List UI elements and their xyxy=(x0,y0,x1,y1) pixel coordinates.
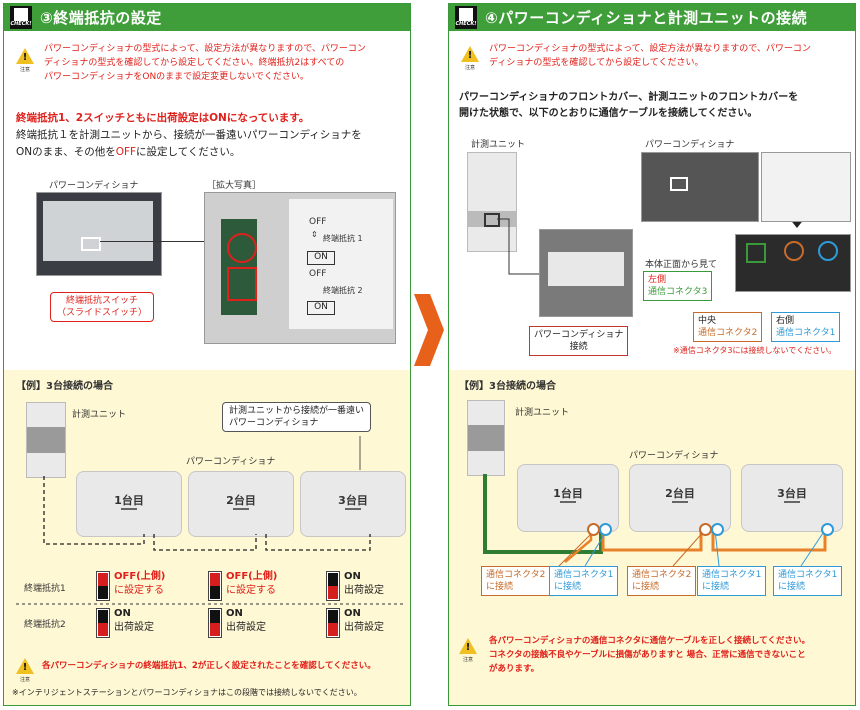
photo-pc-label: パワーコンディショナ xyxy=(49,181,139,191)
right-warning: パワーコンディショナの型式によって、設定方法が異なりますので、パワーコン ディシ… xyxy=(489,44,811,68)
zoom-leader-line xyxy=(100,241,232,242)
far-pc-callout: 計測ユニットから接続が一番遠い パワーコンディショナ xyxy=(222,402,372,432)
view-front-label: 本体正面から見て xyxy=(645,260,718,270)
left-header: CHECK! ③終端抵抗の設定 xyxy=(4,4,410,31)
left-bottom-warning: 各パワーコンディショナの終端抵抗1、2が正しく設定されたことを確認してください。 xyxy=(42,661,376,671)
right-meter-unit xyxy=(467,400,505,476)
right-meter-label: 計測ユニット xyxy=(471,140,526,150)
left-dashed-wiring xyxy=(16,436,404,605)
left-pc-unit-1: 1台目 xyxy=(76,471,182,537)
switch-callout: 終端抵抗スイッチ （スライドスイッチ） xyxy=(50,292,155,322)
pc-photo xyxy=(36,192,162,276)
left-example-title: 【例】3台接続の場合 xyxy=(16,381,113,392)
right-header: CHECK! ④パワーコンディショナと計測ユニットの接続 xyxy=(449,4,855,31)
pc-photo-right xyxy=(641,152,759,222)
right-instructions: パワーコンディショナのフロントカバー、計測ユニットのフロントカバーを 開けた状態… xyxy=(459,92,799,119)
photo-zoom-label: ［拡大写真］ xyxy=(207,181,262,191)
right-bottom-warning: 各パワーコンディショナの通信コネクタに通信ケーブルを正しく接続してください。 コ… xyxy=(489,636,811,674)
right-title: ④パワーコンディショナと計測ユニットの接続 xyxy=(485,9,808,27)
conn-left-tag: 左側通信コネクタ3 xyxy=(643,271,713,301)
pc-connect-callout: パワーコンディショナ 接続 xyxy=(529,326,629,356)
left-warning: パワーコンディショナの型式によって、設定方法が異なりますので、パワーコン ディシ… xyxy=(44,44,366,82)
row2-label: 終端抵抗2 xyxy=(24,620,66,630)
right-pc-unit-1: 1台目 xyxy=(517,464,619,532)
unit2-conn1 xyxy=(711,523,724,536)
right-example-title: 【例】3台接続の場合 xyxy=(459,381,556,392)
conn-center-tag: 中央通信コネクタ2 xyxy=(693,312,763,342)
note-c3: ※通信コネクタ3には接続しないでください。 xyxy=(673,346,837,355)
warning-icon: !注意 xyxy=(16,48,36,76)
right-pc-label: パワーコンディショナ xyxy=(645,140,735,150)
switch-3-row2 xyxy=(326,608,340,638)
zoom-photo: OFF ⇕ 終端抵抗 1 ON OFF 終端抵抗 2 ON xyxy=(204,192,396,344)
left-pc-unit-3: 3台目 xyxy=(300,471,406,537)
left-bottom-warning-icon: !注意 xyxy=(16,658,36,686)
check-icon: CHECK! xyxy=(455,6,477,29)
connector-diagram xyxy=(761,152,851,222)
conn-right-tag: 右側通信コネクタ1 xyxy=(771,312,841,342)
switch-2-row1 xyxy=(208,571,222,601)
right-cable-wiring xyxy=(483,474,827,567)
switch-1-row2 xyxy=(96,608,110,638)
switch-2-row2 xyxy=(208,608,222,638)
left-instructions: 終端抵抗1、2スイッチともに出荷設定はONになっています。 終端抵抗１を計測ユニ… xyxy=(16,112,362,158)
switch-1-row1 xyxy=(96,571,110,601)
unit1-conn1 xyxy=(599,523,612,536)
meter-terminal-photo xyxy=(539,229,633,317)
left-meter-label: 計測ユニット xyxy=(72,410,127,420)
unit1-row1-text: OFF(上側)に設定する xyxy=(114,571,166,596)
left-pc-unit-2: 2台目 xyxy=(188,471,294,537)
next-step-arrow-icon xyxy=(414,294,444,366)
right-meter-label2: 計測ユニット xyxy=(515,408,570,418)
left-pc-group-label: パワーコンディショナ xyxy=(186,457,276,467)
right-example-area xyxy=(449,370,855,705)
warning-icon: !注意 xyxy=(461,46,481,74)
unit3-conn1 xyxy=(821,523,834,536)
left-meter-unit xyxy=(26,402,66,478)
check-icon: CHECK! xyxy=(10,6,32,29)
right-pc-unit-2: 2台目 xyxy=(629,464,731,532)
left-title: ③終端抵抗の設定 xyxy=(40,9,162,27)
right-bottom-warning-icon: !注意 xyxy=(459,638,479,666)
left-panel: CHECK! ③終端抵抗の設定 !注意 パワーコンディショナの型式によって、設定… xyxy=(3,3,411,706)
row1-label: 終端抵抗1 xyxy=(24,584,66,594)
right-panel: CHECK! ④パワーコンディショナと計測ユニットの接続 !注意 パワーコンディ… xyxy=(448,3,856,706)
unit2-row1-text: OFF(上側)に設定する xyxy=(226,571,278,596)
connector-photo xyxy=(735,234,851,292)
left-footnote: ※インテリジェントステーションとパワーコンディショナはこの段階では接続しないでく… xyxy=(12,688,362,697)
right-pc-unit-3: 3台目 xyxy=(741,464,843,532)
switch-3-row1 xyxy=(326,571,340,601)
right-pc-group-label: パワーコンディショナ xyxy=(629,451,719,461)
